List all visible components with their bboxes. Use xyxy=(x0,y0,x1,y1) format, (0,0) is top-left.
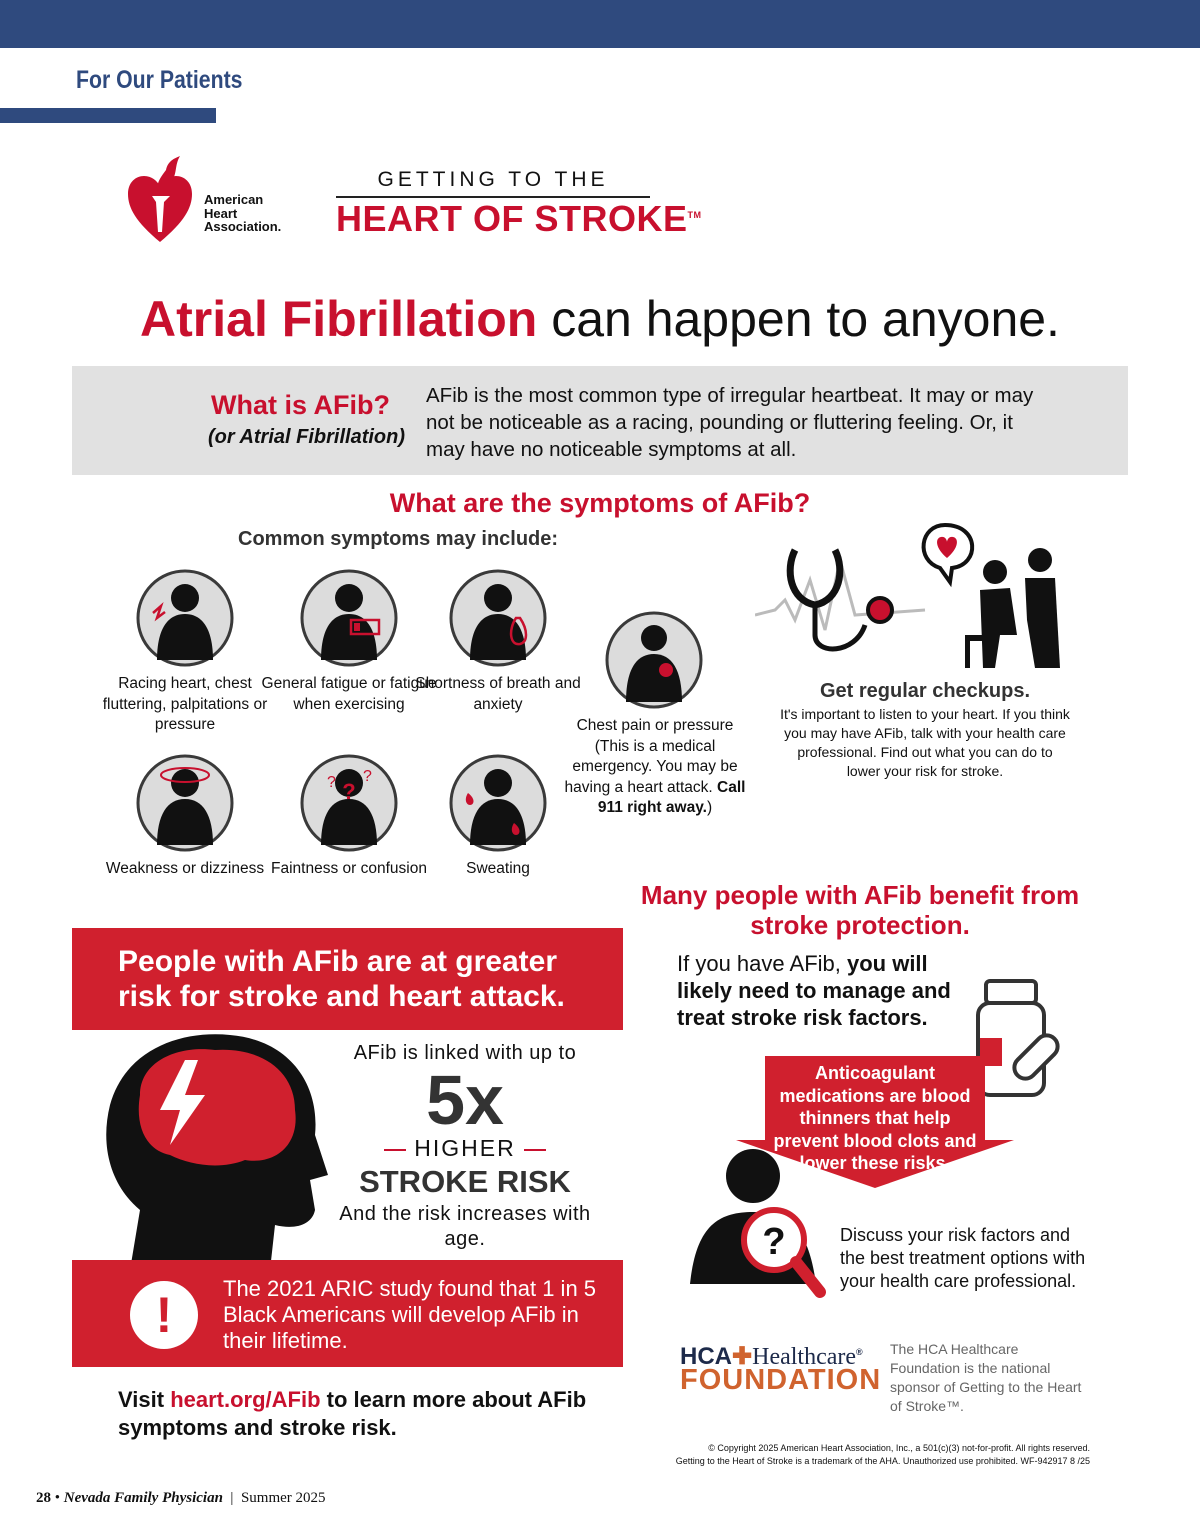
page-footer: 28 • Nevada Family Physician | Summer 20… xyxy=(36,1490,326,1506)
medicine-bottle-icon xyxy=(976,979,1060,1097)
campaign-top: GETTING TO THE xyxy=(336,168,650,198)
what-title: What is AFib? xyxy=(211,390,390,420)
hca-logo: HCA✚Healthcare® xyxy=(680,1343,863,1370)
symptom-chest-pain: Chest pain or pressure (This is a medica… xyxy=(560,716,750,819)
copyright-line: © Copyright 2025 American Heart Associat… xyxy=(708,1443,1090,1453)
hca-cross-icon: ✚ xyxy=(732,1343,753,1370)
checkups-body: It's important to listen to your heart. … xyxy=(780,706,1070,779)
lungs-breath-icon xyxy=(449,569,547,667)
symptom-caption: General fatigue or fatigue when exercisi… xyxy=(261,675,437,713)
checkups-title: Get regular checkups. xyxy=(819,680,1031,702)
anticoagulant-arrow xyxy=(736,1056,1014,1188)
aha-line: Heart xyxy=(204,205,238,221)
age-risk-text: And the risk increases with age. xyxy=(339,1203,591,1250)
heart-org-link[interactable]: heart.org/AFib xyxy=(170,1387,321,1412)
aha-logo-text: American Heart Association. xyxy=(204,193,281,234)
caption-bold: Call 911 right away. xyxy=(597,778,746,817)
healthcare-text: Healthcare xyxy=(752,1344,857,1370)
divider xyxy=(523,1148,546,1151)
person-magnifier-icon: ? xyxy=(690,1149,826,1298)
dizziness-icon xyxy=(136,754,234,852)
copyright-line: Getting to the Heart of Stroke is a trad… xyxy=(675,1455,1090,1466)
caption-end: ) xyxy=(706,799,713,816)
what-body: AFib is the most common type of irregula… xyxy=(426,384,1034,461)
divider xyxy=(384,1148,407,1151)
head-brain-lightning-icon xyxy=(106,1034,328,1270)
exclamation-icon: ! xyxy=(130,1281,198,1349)
top-bar xyxy=(0,0,1200,48)
hca-text: HCA xyxy=(680,1343,732,1370)
copyright: © Copyright 2025 American Heart Associat… xyxy=(600,1442,1090,1467)
svg-text:?: ? xyxy=(762,1221,785,1263)
caption-text: Chest pain or pressure (This is a medica… xyxy=(564,717,738,796)
aha-line: American xyxy=(204,192,264,207)
protection-intro: If you have AFib, you will likely need t… xyxy=(677,950,967,1031)
higher-text: HIGHER xyxy=(414,1135,516,1161)
stroke-risk-label: STROKE RISK xyxy=(359,1164,571,1199)
fatigue-battery-icon xyxy=(300,569,398,667)
aric-text: The 2021 ARIC study found that 1 in 5 Bl… xyxy=(223,1276,597,1353)
campaign-main: HEART OF STROKETM xyxy=(336,198,702,240)
hca-foundation: FOUNDATION xyxy=(680,1364,882,1396)
publication: Nevada Family Physician xyxy=(63,1490,223,1506)
aha-line: Association. xyxy=(204,219,282,234)
intro-text: If you have AFib, xyxy=(677,951,847,976)
symptoms-title: What are the symptoms of AFib? xyxy=(389,488,811,518)
trademark: TM xyxy=(687,210,702,220)
intro-bold: you will likely need to manage and treat… xyxy=(677,951,951,1030)
risk-banner xyxy=(72,928,623,1030)
what-is-afib-box xyxy=(72,366,1128,475)
title-bold: Atrial Fibrillation xyxy=(140,291,538,347)
symptom-caption: Faintness or confusion xyxy=(271,860,427,877)
issue: Summer 2025 xyxy=(240,1490,326,1506)
symptom-caption: Shortness of breath and anxiety xyxy=(415,675,581,713)
racing-heart-icon xyxy=(136,569,234,667)
svg-text:?: ? xyxy=(342,779,355,804)
linked-text: AFib is linked with up to xyxy=(353,1042,577,1064)
page-title: Atrial Fibrillation can happen to anyone… xyxy=(0,290,1200,348)
aha-heart-torch-logo xyxy=(128,156,192,242)
what-subtitle: (or Atrial Fibrillation) xyxy=(207,426,405,448)
section-bar xyxy=(0,108,216,123)
symptom-caption: Racing heart, chest fluttering, palpitat… xyxy=(102,675,268,733)
visit-pre: Visit xyxy=(118,1387,171,1412)
visit-text: Visit heart.org/AFib to learn more about… xyxy=(118,1386,618,1442)
symptom-caption: Weakness or dizziness xyxy=(105,860,265,877)
visit-post: to learn more about AFib symptoms and st… xyxy=(118,1387,587,1440)
svg-text:?: ? xyxy=(363,768,372,785)
higher-label: HIGHER xyxy=(330,1135,600,1162)
risk-banner-text: People with AFib are at greater risk for… xyxy=(118,945,565,1013)
title-rest: can happen to anyone. xyxy=(537,291,1060,347)
page-number: 28 xyxy=(36,1490,51,1506)
protection-title: Many people with AFib benefit from strok… xyxy=(640,880,1080,940)
chest-pain-icon xyxy=(605,611,703,709)
risk-multiplier: 5x xyxy=(426,1061,504,1139)
section-label: For Our Patients xyxy=(76,66,243,94)
svg-text:?: ? xyxy=(327,774,336,791)
confusion-icon: ??? xyxy=(300,754,398,852)
anticoagulant-text: Anticoagulant medications are blood thin… xyxy=(773,1063,977,1173)
discuss-text: Discuss your risk factors and the best t… xyxy=(840,1225,1086,1291)
sweating-icon xyxy=(449,754,547,852)
sponsor-text: The HCA Healthcare Foundation is the nat… xyxy=(890,1341,1082,1414)
campaign-title: HEART OF STROKE xyxy=(336,198,688,239)
symptoms-intro: Common symptoms may include: xyxy=(238,528,559,550)
doctor-checkup-illustration xyxy=(755,522,1060,668)
symptom-caption: Sweating xyxy=(466,860,530,877)
